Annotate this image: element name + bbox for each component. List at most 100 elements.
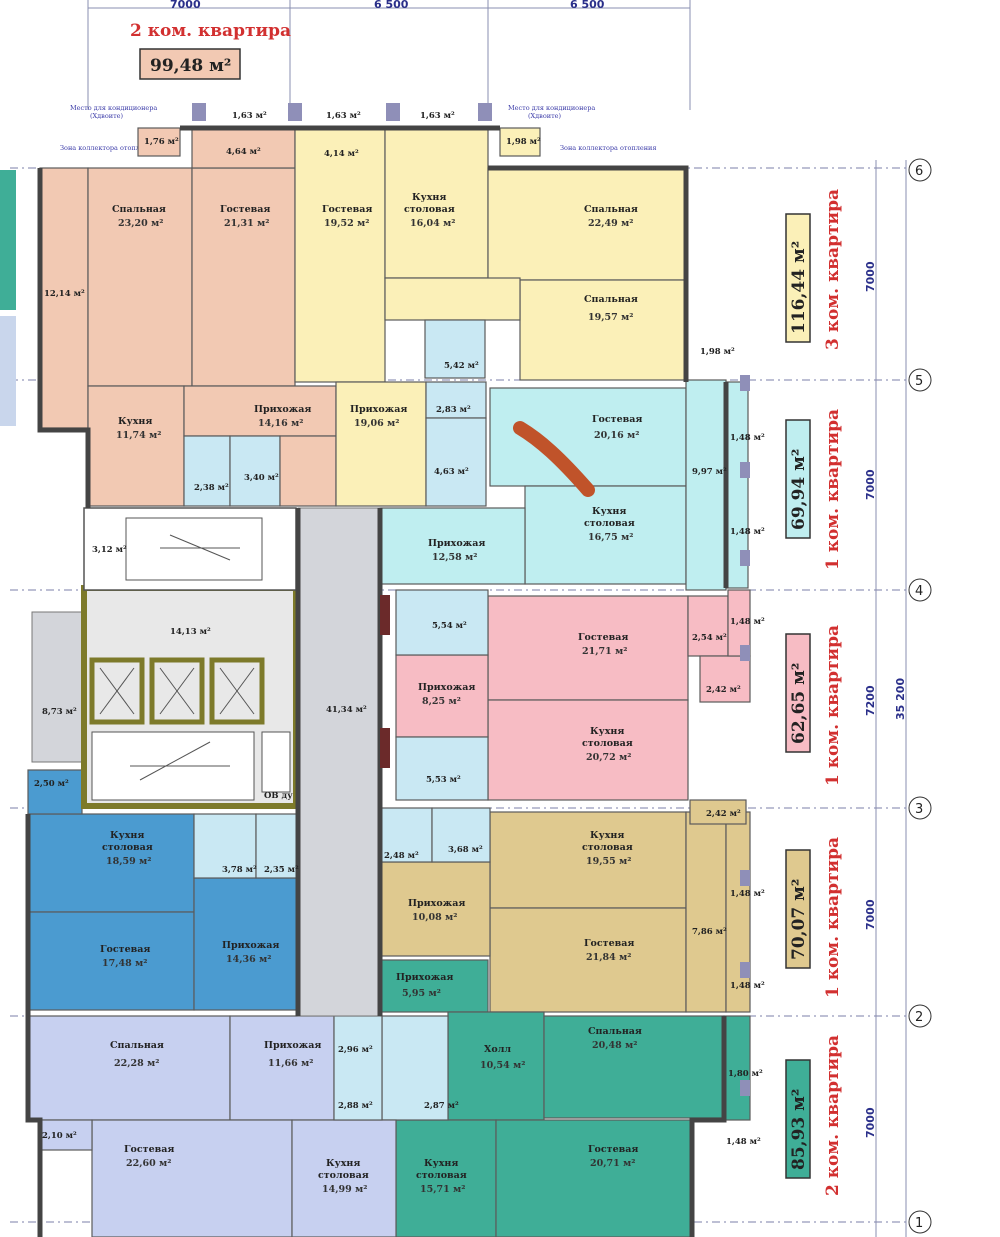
room-name: Прихожая [418,682,475,693]
room-area: 22,60 м² [126,1158,171,1169]
room-name: Прихожая [254,404,311,415]
apartment-3k[interactable] [294,127,687,507]
room-area: 12,58 м² [432,552,477,563]
svg-text:1,48 м²: 1,48 м² [730,433,765,443]
svg-text:5,42 м²: 5,42 м² [444,361,479,371]
room-area: 14,36 м² [226,954,271,965]
svg-text:1,48 м²: 1,48 м² [730,889,765,899]
legend-1k-teal-title: 1 ком. квартира [823,409,843,570]
svg-text:2,48 м²: 2,48 м² [384,851,419,861]
room-area: 19,06 м² [354,418,399,429]
legend-1k-pink-title: 1 ком. квартира [823,625,843,786]
building-core: ОВ ду [31,507,381,1017]
legend-1k-pink-area: 62,65 м² [789,663,809,744]
svg-text:2,42 м²: 2,42 м² [706,809,741,819]
svg-text:2,83 м²: 2,83 м² [436,405,471,415]
room-name: столовая [582,738,633,749]
manifold-label-2: Зона коллектора отопления [560,144,657,152]
room-name: Кухня [118,416,152,427]
room-area: 17,48 м² [102,958,147,969]
room-area: 8,25 м² [422,696,461,707]
apartment-legend: 116,44 м² 3 ком. квартира 69,94 м² 1 ком… [785,189,843,1196]
room-name: Прихожая [350,404,407,415]
room-area: 20,16 м² [594,430,639,441]
top-apartment-area: 99,48 м² [150,56,231,76]
legend-2k-green-area: 85,93 м² [789,1089,809,1170]
room-area: 10,54 м² [480,1060,525,1071]
svg-text:1: 1 [915,1216,923,1231]
room-area: 18,59 м² [106,856,151,867]
dim-top-2: 6 500 [374,0,409,11]
room-area: 10,08 м² [412,912,457,923]
svg-text:2,87 м²: 2,87 м² [424,1101,459,1111]
ac-sub-right: (Хдвоите) [528,112,562,120]
room-name: Кухня [326,1158,360,1169]
top-apartment-area-box [139,48,241,80]
room-name: столовая [584,518,635,529]
svg-text:6: 6 [915,164,923,179]
svg-text:1,63 м²: 1,63 м² [232,111,267,121]
room-area: 5,95 м² [402,988,441,999]
svg-text:2,96 м²: 2,96 м² [338,1045,373,1055]
room-area: 21,31 м² [224,218,269,229]
svg-text:1,63 м²: 1,63 м² [326,111,361,121]
svg-text:3,78 м²: 3,78 м² [222,865,257,875]
svg-text:4,64 м²: 4,64 м² [226,147,261,157]
svg-text:7000: 7000 [864,899,877,930]
svg-text:2,50 м²: 2,50 м² [34,779,69,789]
svg-text:5,53 м²: 5,53 м² [426,775,461,785]
legend-3k-title: 3 ком. квартира [823,189,843,350]
svg-text:4: 4 [915,584,923,599]
svg-text:5: 5 [915,374,923,389]
room-name: Гостевая [588,1144,638,1155]
svg-text:7200: 7200 [864,685,877,716]
room-area: 16,75 м² [588,532,633,543]
dim-top-3: 6 500 [570,0,605,11]
apartment-2k-top[interactable] [39,127,337,507]
svg-text:2,35 м²: 2,35 м² [264,865,299,875]
svg-text:3,12 м²: 3,12 м² [92,545,127,555]
svg-text:7000: 7000 [864,1107,877,1138]
legend-1k-olive-area: 70,07 м² [789,879,809,960]
apartment-green[interactable] [379,959,751,1237]
svg-text:1,98 м²: 1,98 м² [506,137,541,147]
room-name: Кухня [590,726,624,737]
room-labels: Спальная 23,20 м² Гостевая 21,31 м² Гост… [100,192,642,1195]
room-name: Прихожая [408,898,465,909]
legend-2k-green-title: 2 ком. квартира [823,1035,843,1196]
room-name: Холл [484,1044,511,1055]
room-area: 16,04 м² [410,218,455,229]
room-name: Гостевая [322,204,372,215]
room-name: Гостевая [592,414,642,425]
small-area-labels: 1,63 м² 1,63 м² 1,63 м² 1,76 м² 4,64 м² … [34,111,765,1147]
legend-1k-pink-box [785,633,811,753]
apartment-1k-olive[interactable] [379,799,751,1013]
room-area: 15,71 м² [420,1184,465,1195]
room-name: Гостевая [100,944,150,955]
room-name: Прихожая [428,538,485,549]
manifold-label-1: Зона коллектора отопления [60,144,157,152]
legend-1k-olive-box [785,849,811,969]
svg-text:8,73 м²: 8,73 м² [42,707,77,717]
room-name: Спальная [584,204,638,215]
room-name: Прихожая [222,940,279,951]
room-area: 19,55 м² [586,856,631,867]
svg-text:1,63 м²: 1,63 м² [420,111,455,121]
apartment-1k-pink[interactable] [395,589,751,801]
legend-3k-box [785,213,811,343]
svg-text:7000: 7000 [864,469,877,500]
svg-text:2,10 м²: 2,10 м² [42,1131,77,1141]
ac-sub-left: (Хдвоите) [90,112,124,120]
svg-text:2: 2 [915,1010,923,1025]
svg-text:3: 3 [915,802,923,817]
svg-text:35 200: 35 200 [894,678,907,720]
legend-3k-area: 116,44 м² [789,241,809,334]
ac-label-right: Место для кондиционера [508,104,595,112]
svg-text:3,68 м²: 3,68 м² [448,845,483,855]
room-area: 22,28 м² [114,1058,159,1069]
svg-text:1,48 м²: 1,48 м² [730,527,765,537]
room-name: Кухня [590,830,624,841]
ov-du-label: ОВ ду [264,791,293,801]
room-name: Гостевая [578,632,628,643]
